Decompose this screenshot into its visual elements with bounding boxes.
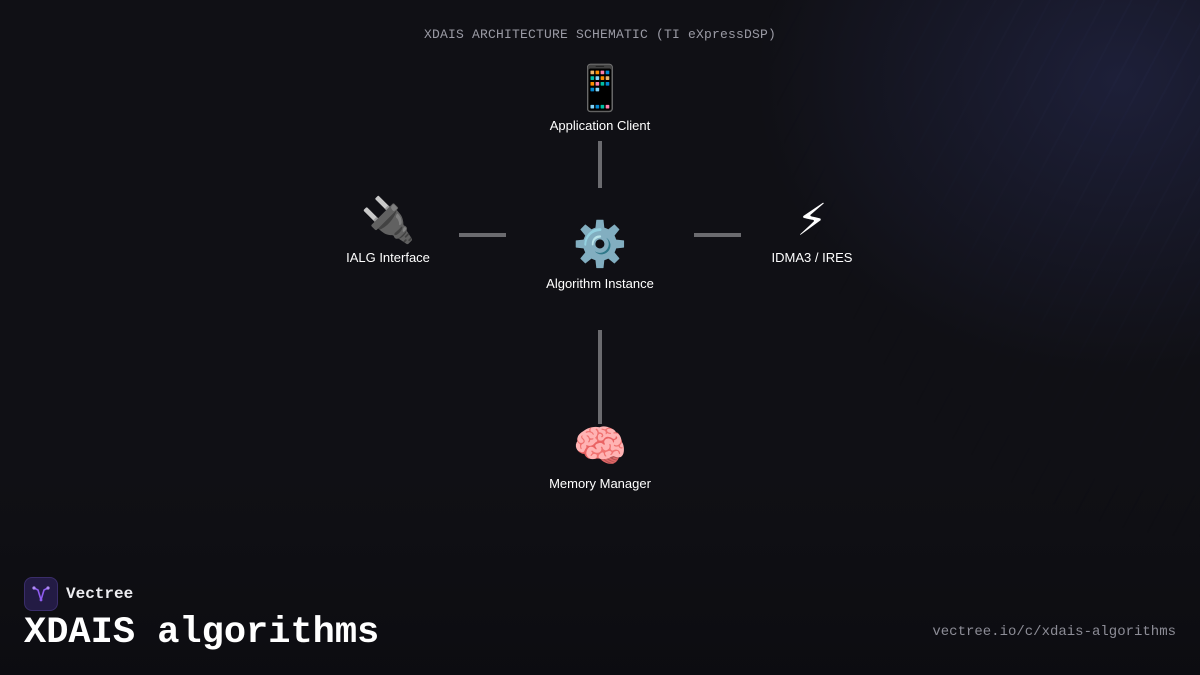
connector-client-algorithm	[598, 141, 602, 188]
lightning-icon: ⚡	[796, 195, 828, 246]
node-memory-manager: 🧠 Memory Manager	[500, 421, 700, 492]
brain-icon: 🧠	[572, 421, 628, 472]
node-label: Algorithm Instance	[546, 276, 654, 291]
gear-icon: ⚙️	[572, 219, 628, 270]
node-idma3-ires: ⚡ IDMA3 / IRES	[712, 195, 912, 266]
node-application-client: 📱 Application Client	[500, 63, 700, 134]
node-label: Application Client	[549, 118, 651, 133]
connector-ialg-algorithm	[459, 233, 506, 237]
page-url: vectree.io/c/xdais-algorithms	[932, 624, 1176, 640]
node-algorithm-instance: ⚙️ Algorithm Instance	[500, 219, 700, 292]
node-ialg-interface: 🔌 IALG Interface	[288, 195, 488, 266]
connector-algorithm-memory	[598, 330, 602, 424]
diagram-title: XDAIS ARCHITECTURE SCHEMATIC (TI eXpress…	[423, 27, 777, 42]
node-label: Memory Manager	[549, 476, 651, 491]
node-label: IDMA3 / IRES	[771, 250, 853, 265]
page-title: XDAIS algorithms	[24, 612, 380, 654]
brand: Vectree	[24, 577, 133, 611]
node-label: IALG Interface	[346, 250, 430, 265]
brand-name: Vectree	[66, 585, 134, 603]
electric-plug-icon: 🔌	[360, 195, 416, 246]
connector-algorithm-idma	[694, 233, 741, 237]
vectree-logo-icon	[24, 577, 58, 611]
background-rays	[750, 0, 1200, 560]
mobile-phone-icon: 📱	[572, 63, 628, 114]
